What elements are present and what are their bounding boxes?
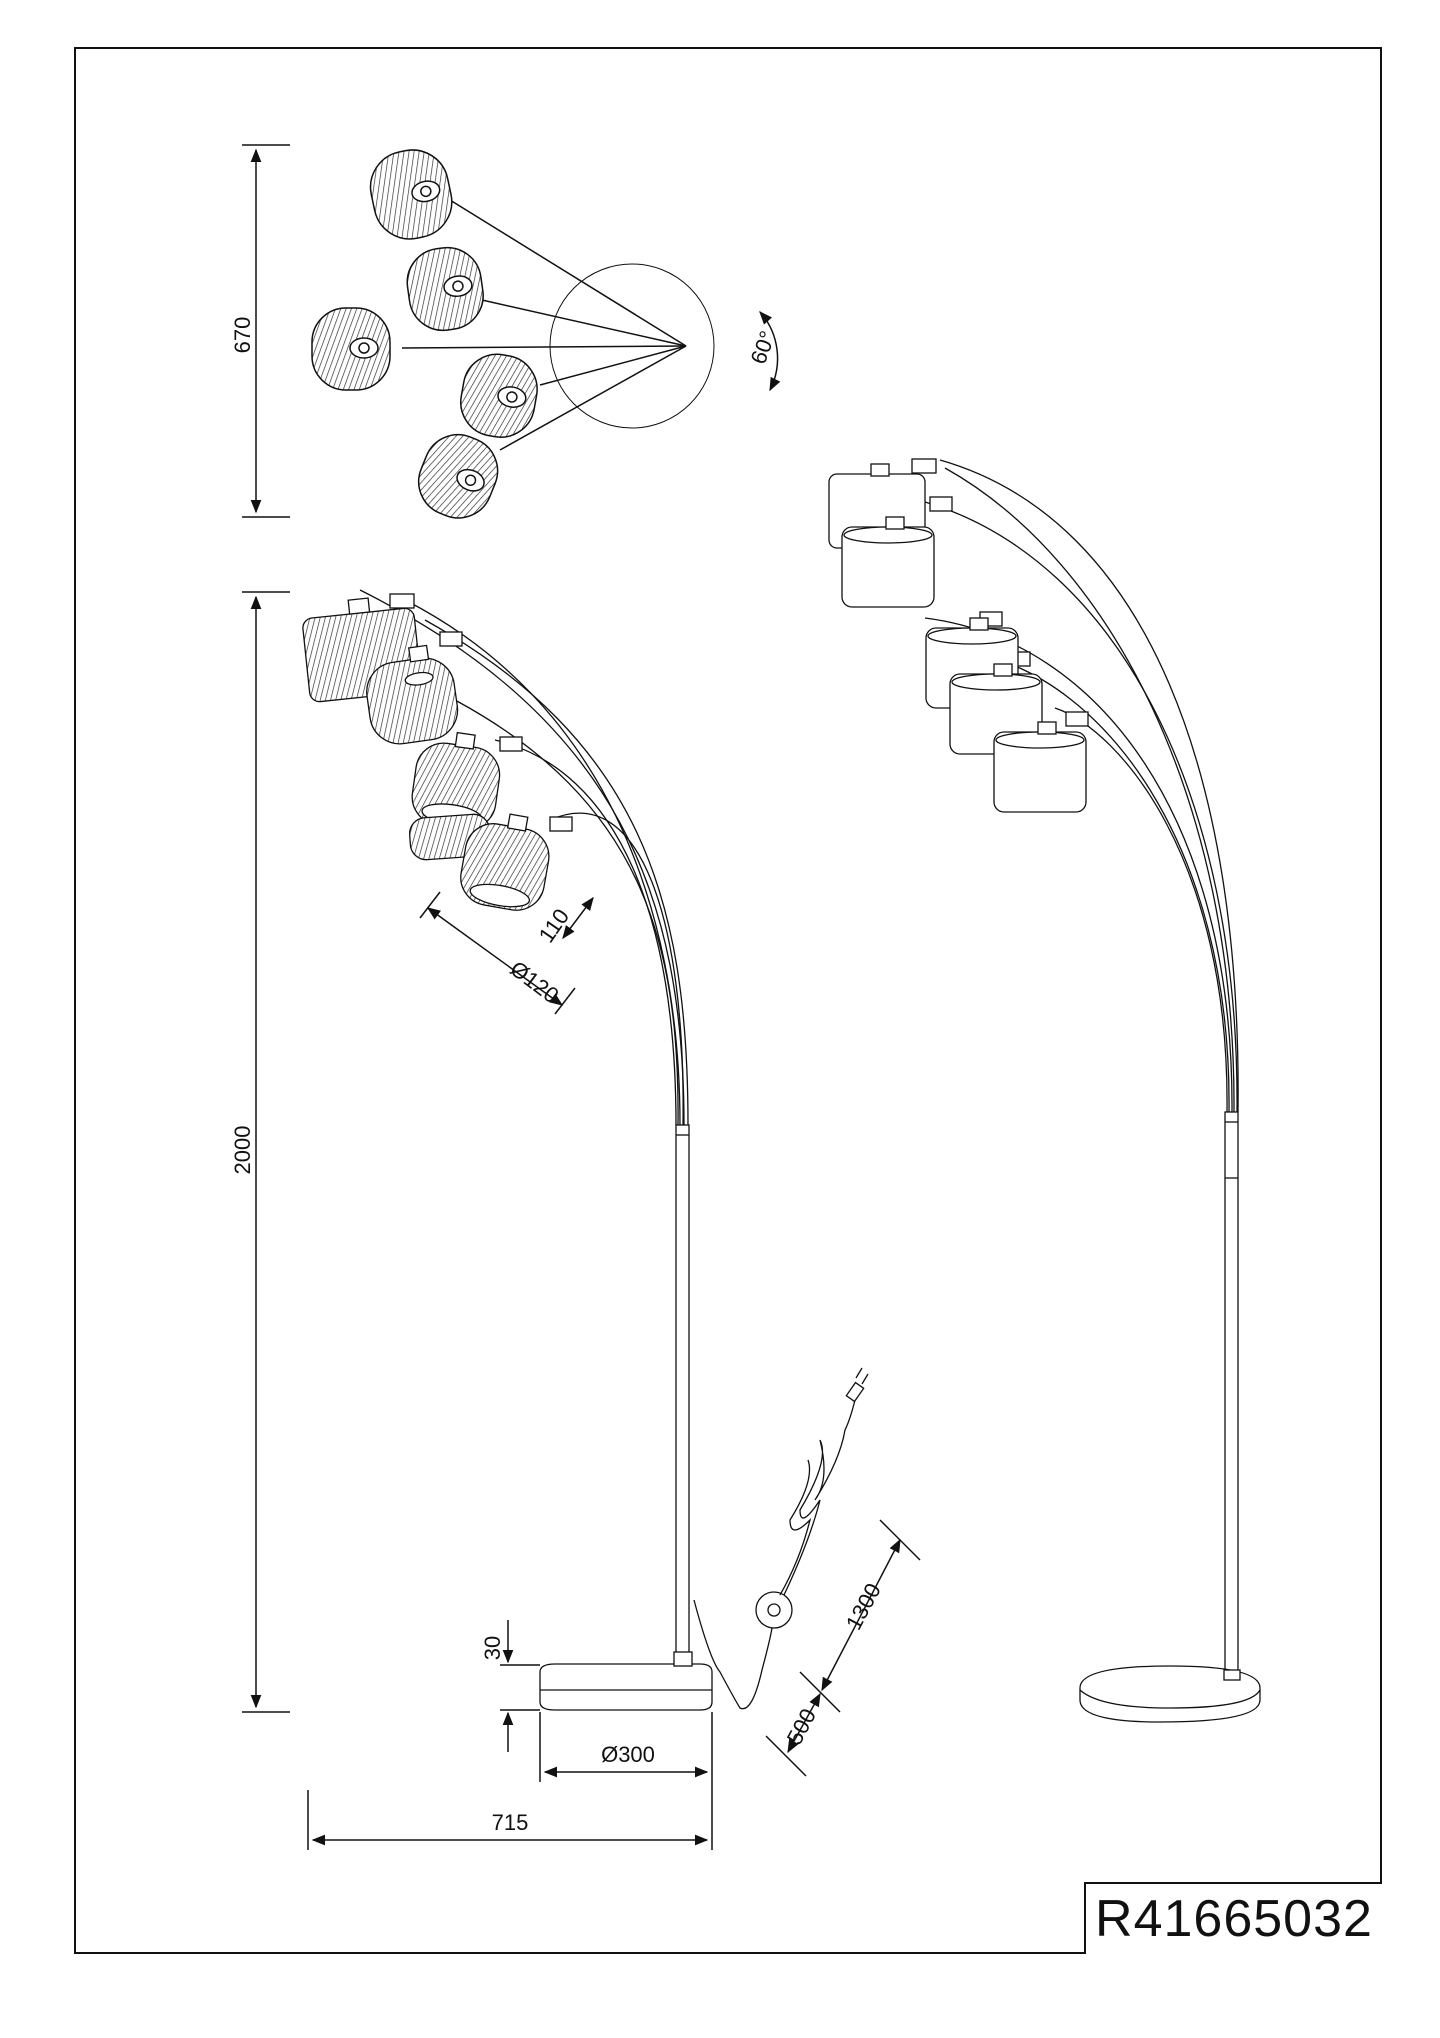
pole-right	[1224, 1111, 1239, 1681]
dimension-670	[242, 144, 290, 518]
dimension-715	[307, 1790, 709, 1850]
shade-top-2	[406, 246, 484, 332]
shade-top-4	[460, 353, 538, 438]
total-width-label: 715	[492, 1810, 529, 1835]
shade-top-1	[369, 149, 453, 240]
side-view-right	[828, 458, 1261, 1723]
shade-right-4	[949, 663, 1043, 755]
shade-right-2	[841, 516, 935, 608]
dimension-cable	[765, 1519, 921, 1777]
shade-right-5	[993, 721, 1087, 813]
shade-left-5	[460, 813, 550, 911]
cable	[693, 1599, 773, 1710]
shade-height-label: 110	[534, 904, 575, 947]
dimension-2000	[242, 591, 290, 1713]
base-disc-right	[1079, 1665, 1261, 1723]
product-code-box: R41665032	[1084, 1882, 1382, 1954]
top-view	[311, 149, 715, 519]
switch	[755, 1591, 793, 1629]
cable-length-500-label: 500	[782, 1704, 821, 1748]
shade-top-3	[311, 307, 391, 391]
dimension-2000-label: 2000	[230, 1126, 255, 1175]
side-view-left	[302, 589, 869, 1711]
dimension-30	[500, 1620, 540, 1752]
base-height-label: 30	[480, 1636, 505, 1660]
base-circle-top-view	[549, 263, 715, 429]
base-diameter-label: Ø300	[601, 1742, 655, 1767]
angle-label: 60°	[746, 328, 781, 368]
angle-indicator	[759, 310, 781, 392]
cable-length-1300-label: 1300	[841, 1579, 886, 1634]
product-code: R41665032	[1095, 1890, 1373, 1948]
shade-left-2	[366, 644, 459, 745]
dimension-shade	[419, 891, 594, 1015]
shade-top-5	[417, 433, 499, 519]
sheet-frame	[74, 47, 1382, 1954]
dimension-670-label: 670	[230, 317, 255, 354]
base-disc	[539, 1663, 713, 1711]
pole-lower	[675, 1124, 690, 1656]
dimension-300	[539, 1712, 713, 1850]
